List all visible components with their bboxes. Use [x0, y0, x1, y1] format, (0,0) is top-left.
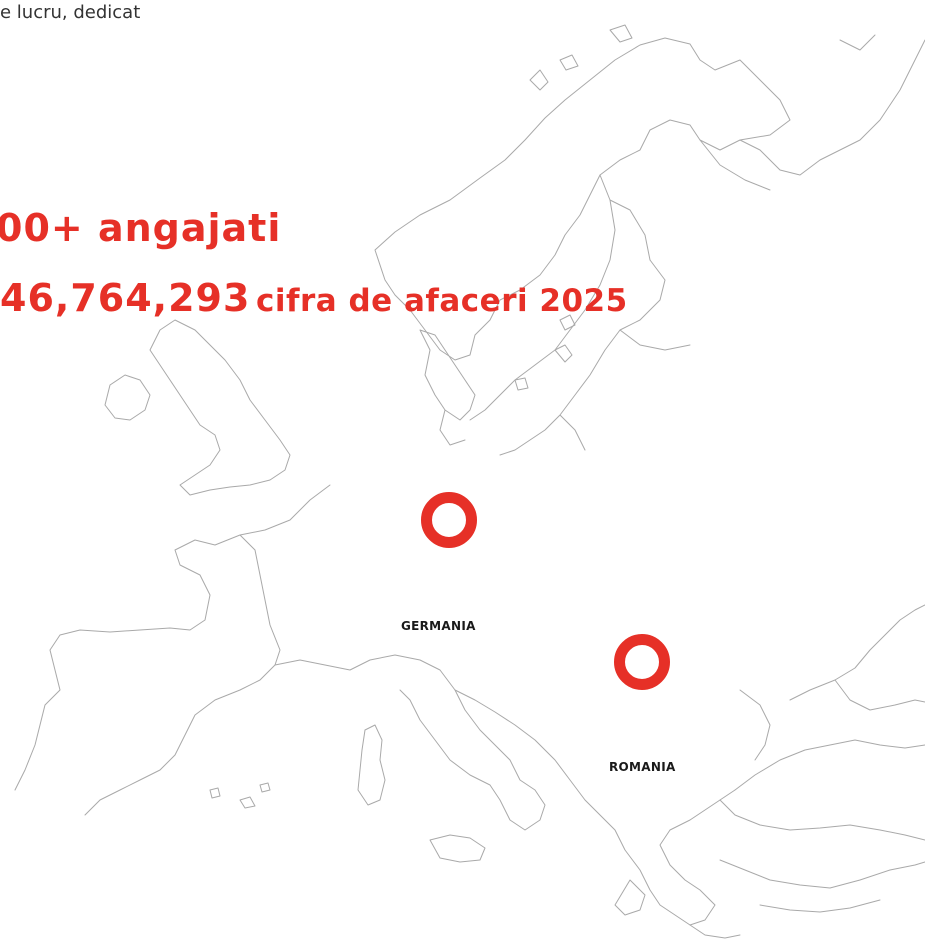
location-marker-romania[interactable]: [614, 634, 670, 690]
greece-outline: [614, 879, 741, 939]
italy-outline: [274, 654, 546, 831]
balearic-outline: [209, 782, 271, 809]
uk-outline: [149, 319, 291, 496]
revenue-stat: 46,764,293 cifra de afaceri 2025: [0, 276, 628, 320]
north-russia-outline: [699, 34, 925, 191]
employees-stat: 00+ angajati: [0, 206, 282, 250]
ireland-outline: [104, 374, 151, 421]
revenue-label: cifra de afaceri 2025: [255, 283, 628, 319]
black-sea-outline: [719, 689, 925, 841]
balkans-outline: [454, 689, 736, 926]
baltic-islands-outline: [514, 314, 576, 391]
sicily-outline: [429, 834, 486, 863]
revenue-value: 46,764,293: [0, 276, 251, 320]
turkey-outline: [719, 859, 925, 913]
north-islands-outline: [529, 24, 633, 91]
sweden-outline: [469, 174, 651, 421]
intro-text: e lucru, dedicat: [0, 2, 141, 23]
finland-baltic-outline: [499, 259, 691, 456]
country-label-romania: ROMANIA: [609, 760, 676, 774]
location-marker-germany[interactable]: [421, 492, 477, 548]
corsica-sardinia-outline: [357, 724, 386, 806]
crimea-outline: [789, 604, 925, 711]
france-iberia-outline: [14, 484, 331, 816]
denmark-outline: [419, 329, 476, 446]
country-label-germany: GERMANIA: [401, 619, 476, 633]
